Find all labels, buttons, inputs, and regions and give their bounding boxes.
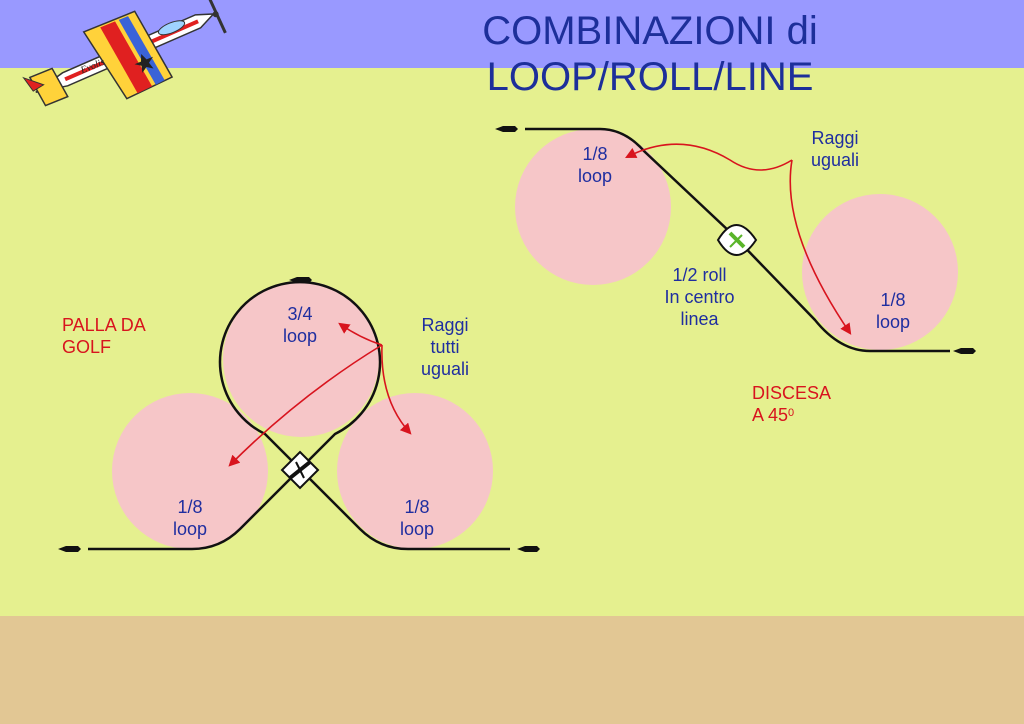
lower-loop-word: loop <box>875 312 911 332</box>
exit-plane-icon <box>517 546 540 552</box>
left-loop-circle <box>112 393 268 549</box>
equal-radii-note-line-2: tutti <box>430 337 460 357</box>
equal-radii-note-line-3: uguali <box>420 359 470 379</box>
note-arrow-top <box>338 322 383 346</box>
descent-figure <box>495 126 976 354</box>
descent-title-line-1: DISCESA <box>752 383 832 403</box>
equal-radii-note-line-1: Raggi <box>421 315 469 335</box>
right-loop-label: 1/8 loop <box>387 496 447 540</box>
descent-title: DISCESA A 450 <box>752 382 831 426</box>
note-arrow-lower <box>789 159 852 335</box>
top-loop-circle <box>223 281 379 437</box>
upper-loop-word: loop <box>577 166 613 186</box>
half-roll-label-line-1: 1/2 roll <box>672 265 727 285</box>
top-loop-word: loop <box>282 326 318 346</box>
airplane-logo: Evolis <box>22 0 227 107</box>
entry-plane-icon <box>58 546 81 552</box>
descent-exit-plane-icon <box>953 348 976 354</box>
left-loop-fraction: 1/8 <box>177 497 203 517</box>
top-loop-fraction: 3/4 <box>287 304 313 324</box>
title-line-2: LOOP/ROLL/LINE <box>486 55 814 99</box>
right-loop-circle <box>337 393 493 549</box>
upper-loop-fraction: 1/8 <box>582 144 608 164</box>
equal-radii-note-right-line-1: Raggi <box>811 128 859 148</box>
left-loop-label: 1/8 loop <box>160 496 220 540</box>
half-roll-label: 1/2 roll In centro linea <box>652 264 747 330</box>
upper-loop-circle <box>515 129 671 285</box>
right-loop-word: loop <box>399 519 435 539</box>
page-title: COMBINAZIONI di LOOP/ROLL/LINE <box>440 8 860 100</box>
note-arrow-upper <box>625 143 793 171</box>
equal-radii-note: Raggi tutti uguali <box>410 314 480 380</box>
lower-loop-fraction: 1/8 <box>880 290 906 310</box>
top-loop-label: 3/4 loop <box>270 303 330 347</box>
half-roll-label-line-2: In centro <box>664 287 735 307</box>
top-plane-icon <box>289 277 312 283</box>
note-arrow-left <box>228 344 383 467</box>
golf-ball-title: PALLA DA GOLF <box>62 314 146 358</box>
golf-ball-title-line-2: GOLF <box>62 337 112 357</box>
right-loop-fraction: 1/8 <box>404 497 430 517</box>
equal-radii-note-right-line-2: uguali <box>810 150 860 170</box>
descent-entry-plane-icon <box>495 126 518 132</box>
equal-radii-note-right: Raggi uguali <box>800 127 870 171</box>
lower-loop-label: 1/8 loop <box>863 289 923 333</box>
upper-loop-label: 1/8 loop <box>565 143 625 187</box>
title-line-1: COMBINAZIONI di <box>482 9 818 53</box>
descent-angle-text: A 45 <box>752 405 789 425</box>
half-roll-label-line-3: linea <box>680 309 719 329</box>
lower-loop-circle <box>802 194 958 350</box>
descent-title-line-2: A 450 <box>752 404 831 426</box>
left-loop-word: loop <box>172 519 208 539</box>
ground-band <box>0 616 1024 724</box>
golf-ball-figure <box>58 277 540 552</box>
golf-ball-title-line-1: PALLA DA <box>62 315 146 335</box>
descent-flight-path <box>525 127 950 353</box>
descent-angle-superscript: 0 <box>788 407 795 419</box>
note-arrow-right <box>381 344 412 435</box>
